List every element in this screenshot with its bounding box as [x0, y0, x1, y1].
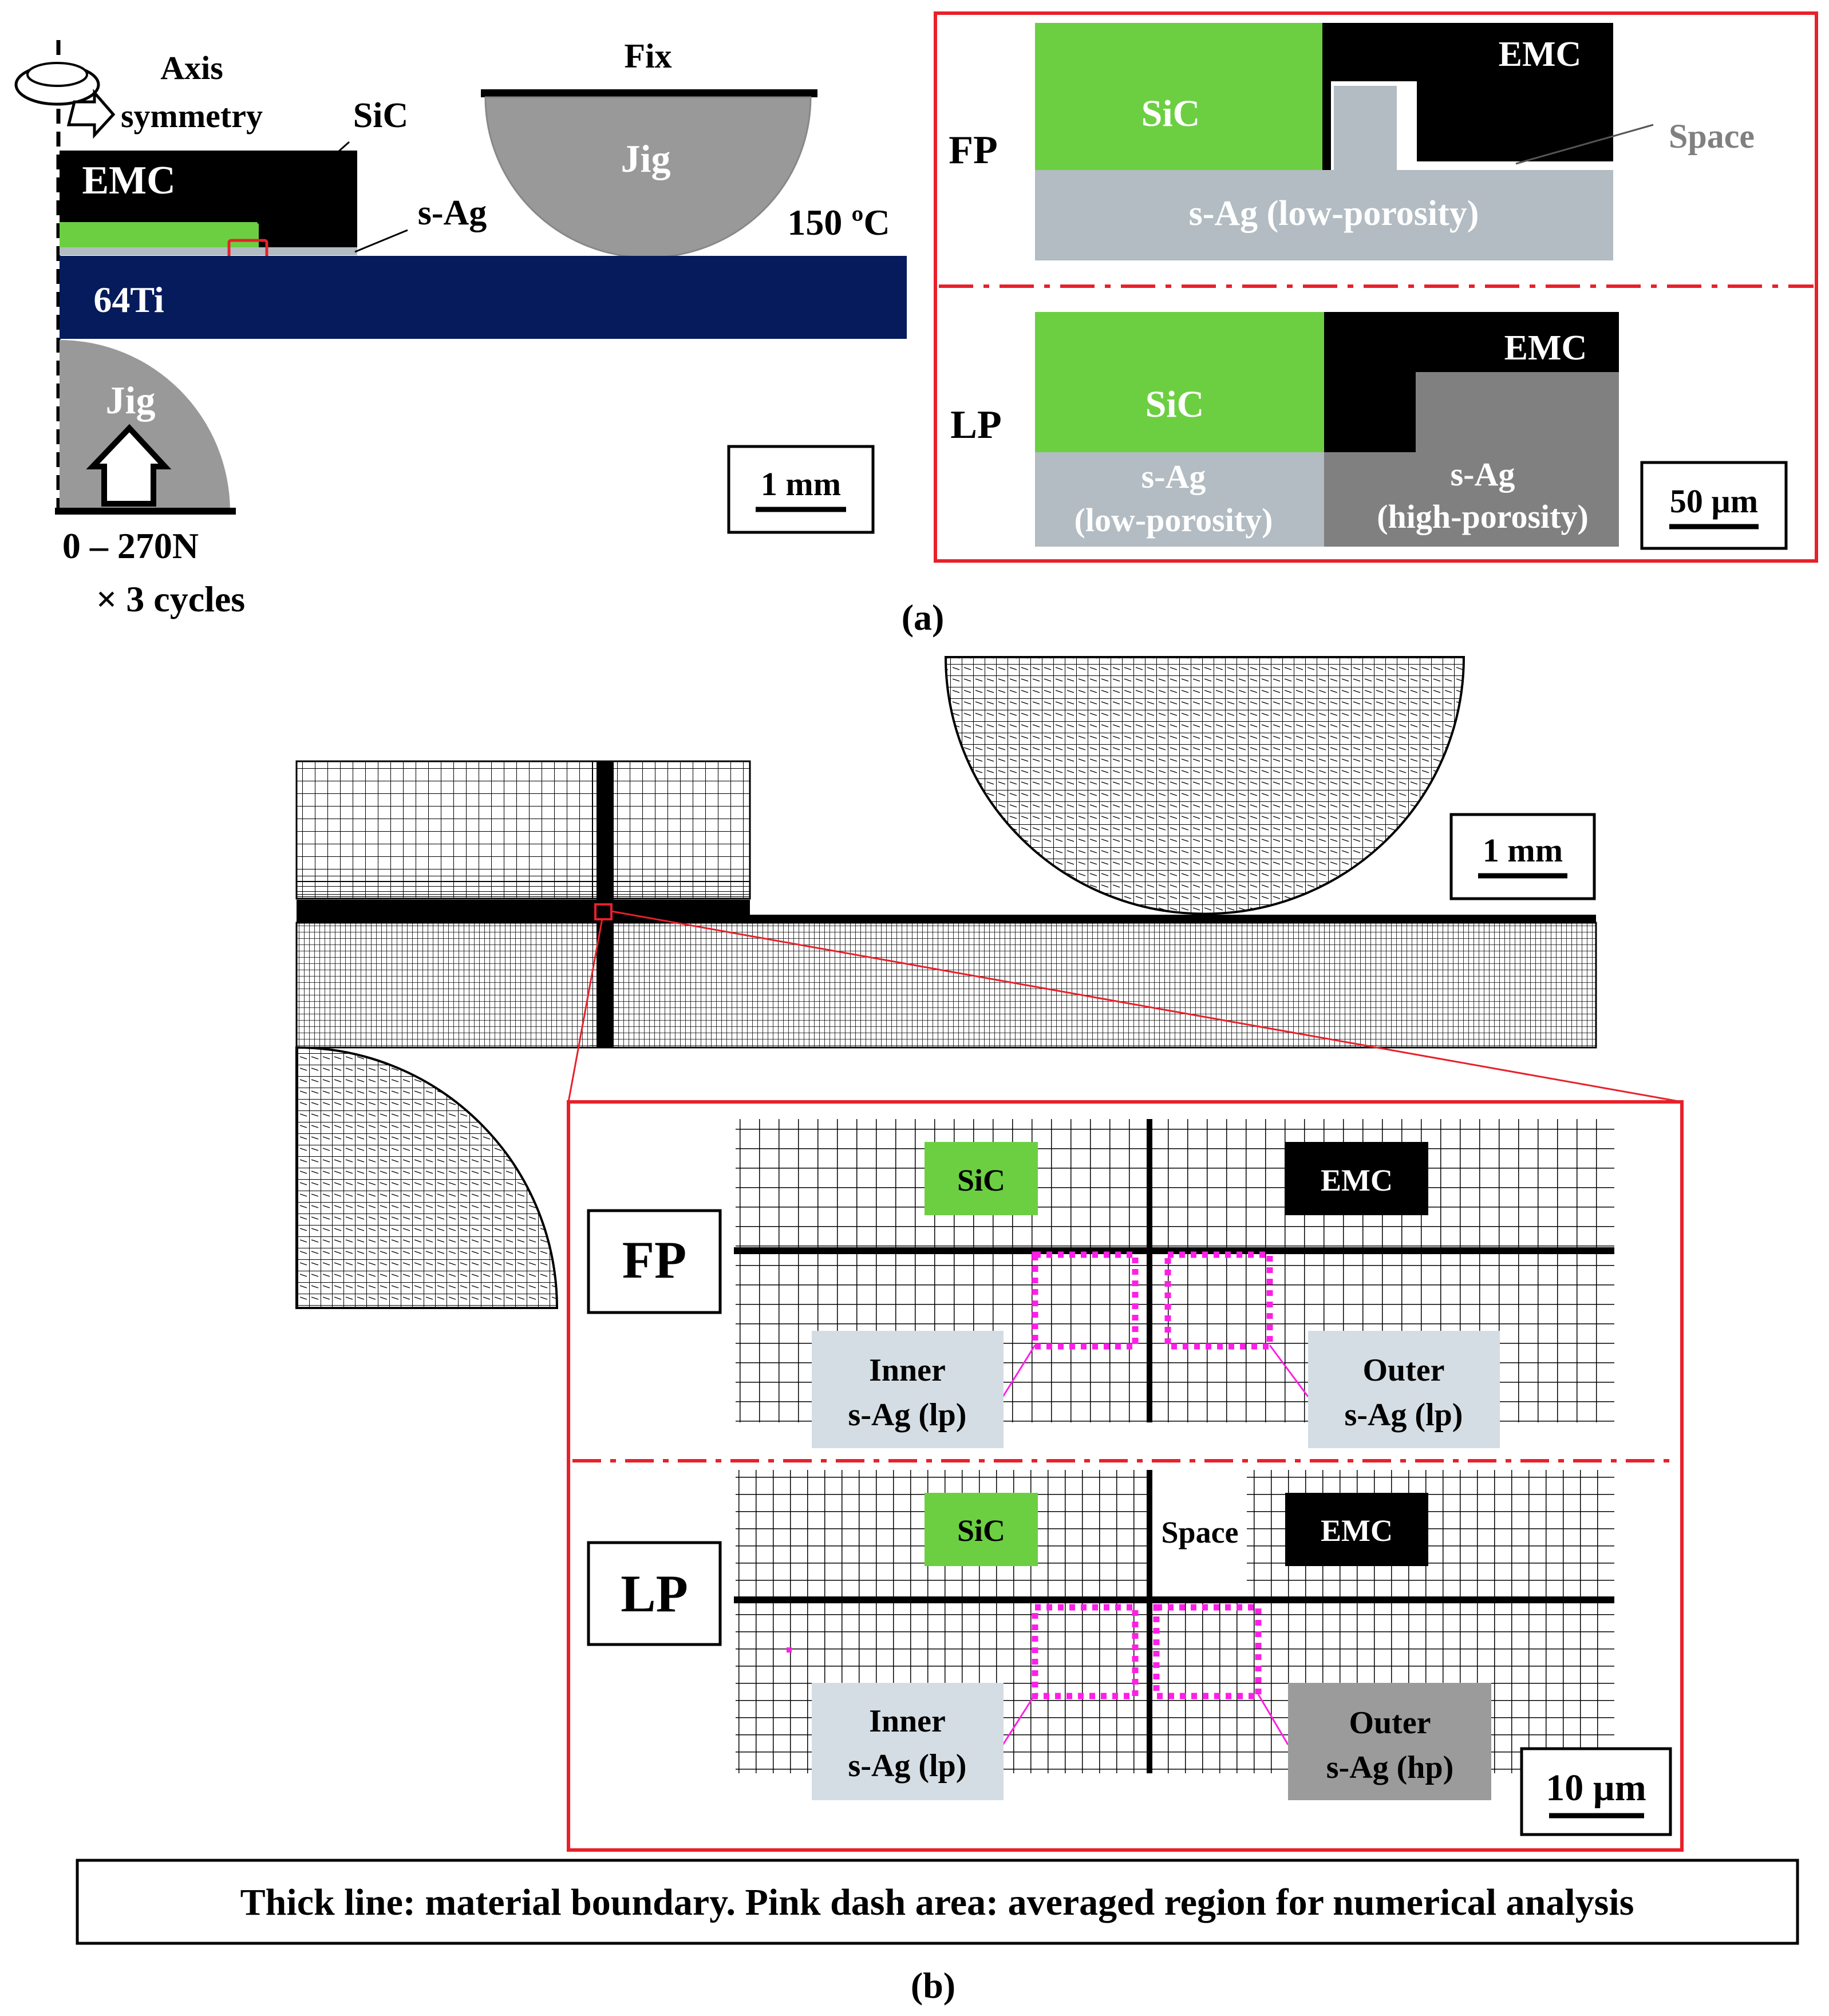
inset-a-fp-label: FP [949, 128, 998, 172]
zoom-line-left [567, 918, 603, 1102]
emc-block [60, 151, 357, 222]
emc-side [259, 222, 357, 251]
inset-a-lp-label: LP [950, 403, 1001, 447]
inset-a-fp-sag-label: s-Ag (low-porosity) [1189, 194, 1479, 233]
fp-outer-label-2: s-Ag (lp) [1345, 1397, 1463, 1433]
inset-a-fp-sag [1035, 170, 1613, 260]
scale-box-a [727, 445, 875, 534]
mesh-dense-horizontal [297, 900, 750, 923]
sic-leader [257, 141, 350, 224]
inset-a-lp-sag-high-post [1416, 372, 1619, 455]
fp-emc-box [1285, 1142, 1428, 1215]
rotation-arrow-icon [14, 62, 116, 139]
scale-box-a-inset [1640, 461, 1788, 550]
inset-a-lp-sag-low-label-1: s-Ag [1141, 458, 1206, 495]
fp-inner-label-1: Inner [869, 1353, 946, 1388]
fp-inner-label-2: s-Ag (lp) [848, 1397, 967, 1433]
axis-symmetry-label-1: Axis [160, 49, 223, 86]
sic-callout: SiC [353, 96, 408, 135]
cycles-label: × 3 cycles [96, 579, 245, 619]
fp-sic-label: SiC [957, 1163, 1005, 1197]
fp-outer-label-box [1308, 1331, 1500, 1448]
fix-label: Fix [624, 37, 671, 75]
lp-emc-box [1285, 1493, 1428, 1566]
inset-a-fp-sic-label: SiC [1141, 93, 1200, 135]
load-label: 0 – 270N [62, 525, 199, 566]
panel-b-inset: SiC EMC FP Inner s-Ag (lp) Outer s-Ag (l… [567, 1100, 1684, 1852]
scale-label-b-inset: 10 µm [1546, 1767, 1646, 1809]
inset-a-fp-sic [1035, 23, 1322, 170]
lp-outer-label-1: Outer [1349, 1705, 1431, 1741]
lp-outer-label-box [1288, 1683, 1491, 1800]
scale-label-a-inset: 50 µm [1670, 483, 1758, 520]
sag-callout: s-Ag [418, 193, 487, 232]
jig-top-label: Jig [621, 137, 671, 180]
zoom-line-right [611, 910, 1682, 1103]
fp-outer-label-1: Outer [1362, 1353, 1444, 1388]
mesh-jig-top [944, 656, 1465, 915]
lp-emc-label: EMC [1321, 1513, 1393, 1548]
inset-a-lp-sag-low [1035, 452, 1324, 547]
sag-leader [354, 229, 408, 253]
inset-a-space-label: Space [1669, 117, 1755, 155]
lp-inner-label-2: s-Ag (lp) [848, 1748, 967, 1784]
lp-inner-label-1: Inner [869, 1703, 946, 1739]
scale-label-b: 1 mm [1483, 832, 1563, 869]
lp-outer-averaging-region [1153, 1604, 1262, 1699]
legend-note: Thick line: material boundary. Pink dash… [240, 1881, 1634, 1923]
lp-inner-averaging-region [1032, 1604, 1139, 1699]
lp-label-box [587, 1541, 722, 1646]
sic-layer [60, 222, 259, 251]
panel-b-mesh: 1 mm [295, 656, 1682, 1309]
lp-inner-label-box [812, 1683, 1004, 1800]
scale-box-b [1449, 813, 1596, 900]
caption-b: (b) [911, 1965, 955, 2006]
lp-sic-label: SiC [957, 1513, 1005, 1548]
mesh-jig-bottom [295, 1046, 559, 1309]
sag-layer [60, 247, 357, 255]
load-arrow-icon [86, 424, 172, 507]
inset-a-lp-sic [1035, 312, 1324, 452]
caption-a: (a) [902, 597, 945, 638]
fp-inner-label-box [812, 1331, 1004, 1448]
inset-a-lp-sic-label: SiC [1145, 384, 1204, 425]
lp-label: LP [621, 1564, 688, 1623]
lp-space-label: Space [1162, 1515, 1239, 1549]
jig-bottom-label: Jig [106, 378, 156, 422]
inset-a-lp-sag-low-label-2: (low-porosity) [1075, 501, 1273, 539]
legend-note-box [76, 1859, 1799, 1945]
inset-a-fp-sag-post [1334, 86, 1397, 172]
lp-sic-box [925, 1493, 1038, 1566]
fp-label: FP [622, 1231, 686, 1289]
scale-label-a: 1 mm [761, 465, 841, 503]
inset-a-lp-emc-label: EMC [1504, 329, 1587, 367]
temperature-label: 150 ºC [787, 202, 890, 243]
panel-a-schematic: Axis symmetry Fix Jig EMC SiC s-Ag 150 º… [14, 37, 907, 619]
substrate-label: 64Ti [93, 279, 164, 320]
substrate-64ti [60, 256, 907, 339]
inset-a-lp-sag-high [1324, 452, 1619, 547]
fp-outer-averaging-region [1164, 1251, 1273, 1350]
lp-space-area [1152, 1468, 1247, 1597]
inset-a-lp-sag-high-label-1: s-Ag [1451, 456, 1515, 493]
fp-sic-box [925, 1142, 1038, 1215]
fp-emc-label: EMC [1321, 1163, 1393, 1197]
inset-a-fp-emc-label: EMC [1499, 35, 1582, 74]
inset-a-lp-sag-high-label-2: (high-porosity) [1377, 498, 1589, 535]
emc-label: EMC [82, 159, 175, 203]
space-leader [1515, 124, 1654, 165]
axis-symmetry-label-2: symmetry [121, 97, 263, 135]
fp-label-box [587, 1209, 722, 1314]
fp-inner-averaging-region [1032, 1251, 1139, 1350]
lp-outer-label-2: s-Ag (hp) [1326, 1750, 1453, 1785]
mesh-substrate [295, 922, 1597, 1049]
scale-box-b-inset [1520, 1747, 1672, 1836]
panel-a-inset: FP SiC EMC s-Ag (low-porosity) Space LP … [934, 11, 1818, 563]
